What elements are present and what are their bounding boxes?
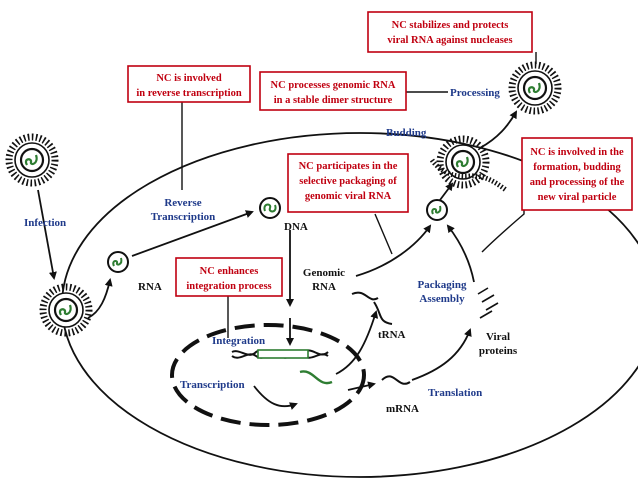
label-packaging-assembly: Packaging [418, 279, 467, 291]
arrow-reverse-transcription [131, 210, 254, 257]
budding-membrane [429, 158, 508, 193]
box-nc-stabilizes: NC stabilizes and protects viral RNA aga… [367, 11, 533, 53]
viral-proteins-dashes [477, 287, 499, 319]
label-packaging-assembly-2: Assembly [419, 293, 465, 305]
svg-text:NC is involved in the: NC is involved in the [530, 147, 624, 158]
virus-particle-icon [43, 287, 89, 333]
label-dna: DNA [284, 221, 308, 233]
label-viral-proteins-2: proteins [479, 345, 518, 357]
arrow-infection [37, 189, 57, 280]
label-budding: Budding [386, 127, 427, 139]
svg-text:NC is involved: NC is involved [156, 73, 222, 84]
svg-text:integration process: integration process [186, 281, 271, 292]
svg-text:in a stable dimer structure: in a stable dimer structure [274, 95, 393, 106]
svg-text:NC processes genomic RNA: NC processes genomic RNA [271, 80, 396, 91]
svg-text:NC stabilizes and protects: NC stabilizes and protects [392, 20, 509, 31]
label-mrna: mRNA [386, 403, 419, 415]
transcript-strand [299, 370, 333, 385]
arrow-processing [479, 110, 517, 149]
arrow-assembly-to-budding [439, 182, 454, 201]
trna-strand [373, 301, 393, 325]
box-nc-packaging: NC participates in the selective packagi… [287, 153, 409, 213]
label-rna: RNA [138, 281, 162, 293]
label-reverse-transcription-2: Transcription [151, 211, 216, 223]
arrow-translation [411, 328, 472, 381]
svg-text:and processing of the: and processing of the [530, 177, 625, 188]
assembling-virion-icon [426, 199, 448, 221]
dna-helix-icon [259, 197, 281, 219]
label-infection: Infection [24, 217, 66, 229]
svg-text:viral RNA against nucleases: viral RNA against nucleases [387, 35, 512, 46]
box-nc-reverse-transcription: NC is involved in reverse transcription [127, 65, 251, 103]
label-transcription: Transcription [180, 379, 245, 391]
connector-formation [481, 186, 525, 253]
svg-text:NC participates in the: NC participates in the [299, 161, 398, 172]
connector-packaging [374, 213, 393, 255]
integrated-dna-helix [231, 349, 329, 359]
virus-particle-icon [9, 137, 55, 183]
svg-text:selective packaging of: selective packaging of [299, 176, 397, 187]
svg-text:NC enhances: NC enhances [200, 266, 259, 277]
arrow-to-genomic-rna [335, 310, 379, 375]
arrow-uncoating [87, 278, 113, 319]
arrow-to-mrna [347, 381, 376, 391]
label-genomic-rna: Genomic [303, 267, 345, 279]
virus-particle-icon [512, 65, 558, 111]
svg-text:in reverse transcription: in reverse transcription [136, 88, 242, 99]
label-translation: Translation [428, 387, 482, 399]
arrow-transcription [253, 385, 298, 410]
label-genomic-rna-2: RNA [312, 281, 336, 293]
svg-text:genomic viral RNA: genomic viral RNA [305, 191, 392, 202]
arrow-proteins-to-assembly [446, 224, 475, 283]
rna-strand-icon [107, 251, 129, 273]
label-reverse-transcription: Reverse [164, 197, 201, 209]
svg-text:formation, budding: formation, budding [533, 162, 621, 173]
label-processing: Processing [450, 87, 500, 99]
box-nc-formation: NC is involved in the formation, budding… [521, 137, 633, 211]
label-trna: tRNA [378, 329, 406, 341]
box-nc-integration: NC enhances integration process [175, 257, 283, 297]
svg-text:new viral particle: new viral particle [538, 192, 617, 203]
nucleus [170, 323, 366, 427]
label-viral-proteins: Viral [486, 331, 510, 343]
box-nc-dimer: NC processes genomic RNA in a stable dim… [259, 71, 407, 111]
genomic-rna-strand [351, 291, 379, 301]
arrow-genomic-to-assembly [355, 224, 432, 277]
label-integration: Integration [212, 335, 265, 347]
mrna-strand [381, 375, 411, 385]
